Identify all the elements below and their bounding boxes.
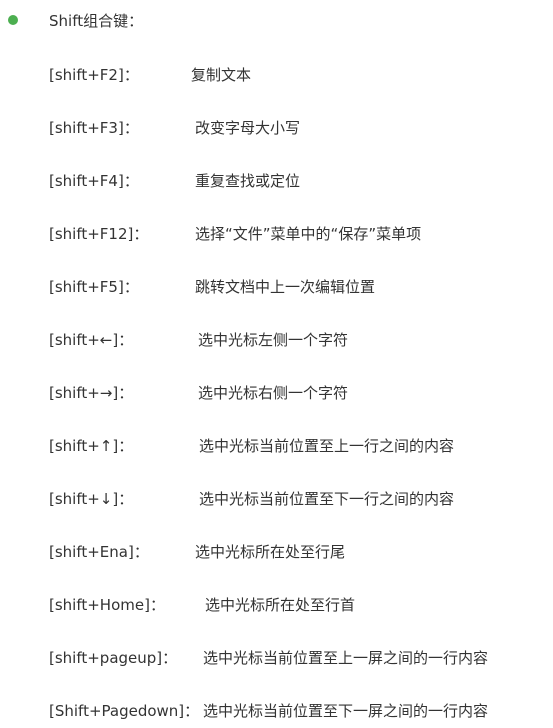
shortcut-description: 选择“文件”菜单中的“保存”菜单项: [195, 225, 422, 243]
list-item: [shift+F5]： 跳转文档中上一次编辑位置: [0, 275, 553, 299]
shortcut-description: 改变字母大小写: [195, 119, 301, 137]
shortcut-key: [shift+F4]：: [49, 172, 139, 190]
shortcut-key: [shift+F3]：: [49, 119, 139, 137]
shortcut-description: 选中光标当前位置至下一屏之间的一行内容: [203, 702, 489, 720]
bullet-icon: [8, 15, 18, 25]
list-item: [shift+Home]： 选中光标所在处至行首: [0, 593, 553, 617]
shortcut-description: 选中光标当前位置至下一行之间的内容: [199, 490, 455, 508]
list-item: [shift+←]： 选中光标左侧一个字符: [0, 328, 553, 352]
shortcut-key: [shift+F5]：: [49, 278, 139, 296]
shortcut-description: 选中光标左侧一个字符: [198, 331, 349, 349]
list-item: [Shift+Pagedown]： 选中光标当前位置至下一屏之间的一行内容: [0, 699, 553, 723]
shortcut-description: 选中光标右侧一个字符: [198, 384, 349, 402]
shortcut-description: 重复查找或定位: [195, 172, 301, 190]
shortcut-key: [shift+←]：: [49, 331, 134, 349]
shortcut-key: [Shift+Pagedown]：: [49, 702, 200, 720]
shortcut-key: [shift+F2]：: [49, 66, 139, 84]
shortcut-key: [shift+F12]：: [49, 225, 149, 243]
list-item: [shift+Ena]： 选中光标所在处至行尾: [0, 540, 553, 564]
shortcut-description: 选中光标当前位置至上一行之间的内容: [199, 437, 455, 455]
list-item: [shift+F2]： 复制文本: [0, 63, 553, 87]
shortcut-description: 复制文本: [191, 66, 252, 84]
shortcut-key: [shift+Ena]：: [49, 543, 149, 561]
shortcut-key: [shift+pageup]：: [49, 649, 178, 667]
list-item: [shift+→]： 选中光标右侧一个字符: [0, 381, 553, 405]
shortcut-description: 选中光标所在处至行尾: [195, 543, 346, 561]
shortcut-key: [shift+↑]：: [49, 437, 134, 455]
list-item: [shift+F12]： 选择“文件”菜单中的“保存”菜单项: [0, 222, 553, 246]
list-item: [shift+↓]： 选中光标当前位置至下一行之间的内容: [0, 487, 553, 511]
list-item: [shift+↑]： 选中光标当前位置至上一行之间的内容: [0, 434, 553, 458]
list-item: [shift+F4]： 重复查找或定位: [0, 169, 553, 193]
list-item: [shift+F3]： 改变字母大小写: [0, 116, 553, 140]
shortcut-key: [shift+↓]：: [49, 490, 134, 508]
heading-title: Shift组合键：: [49, 12, 144, 30]
shortcut-description: 选中光标所在处至行首: [205, 596, 356, 614]
shortcut-description: 选中光标当前位置至上一屏之间的一行内容: [203, 649, 489, 667]
shortcut-key: [shift+→]：: [49, 384, 134, 402]
section-heading: Shift组合键：: [0, 0, 553, 44]
list-item: [shift+pageup]： 选中光标当前位置至上一屏之间的一行内容: [0, 646, 553, 670]
shortcut-key: [shift+Home]：: [49, 596, 165, 614]
shortcut-description: 跳转文档中上一次编辑位置: [195, 278, 376, 296]
